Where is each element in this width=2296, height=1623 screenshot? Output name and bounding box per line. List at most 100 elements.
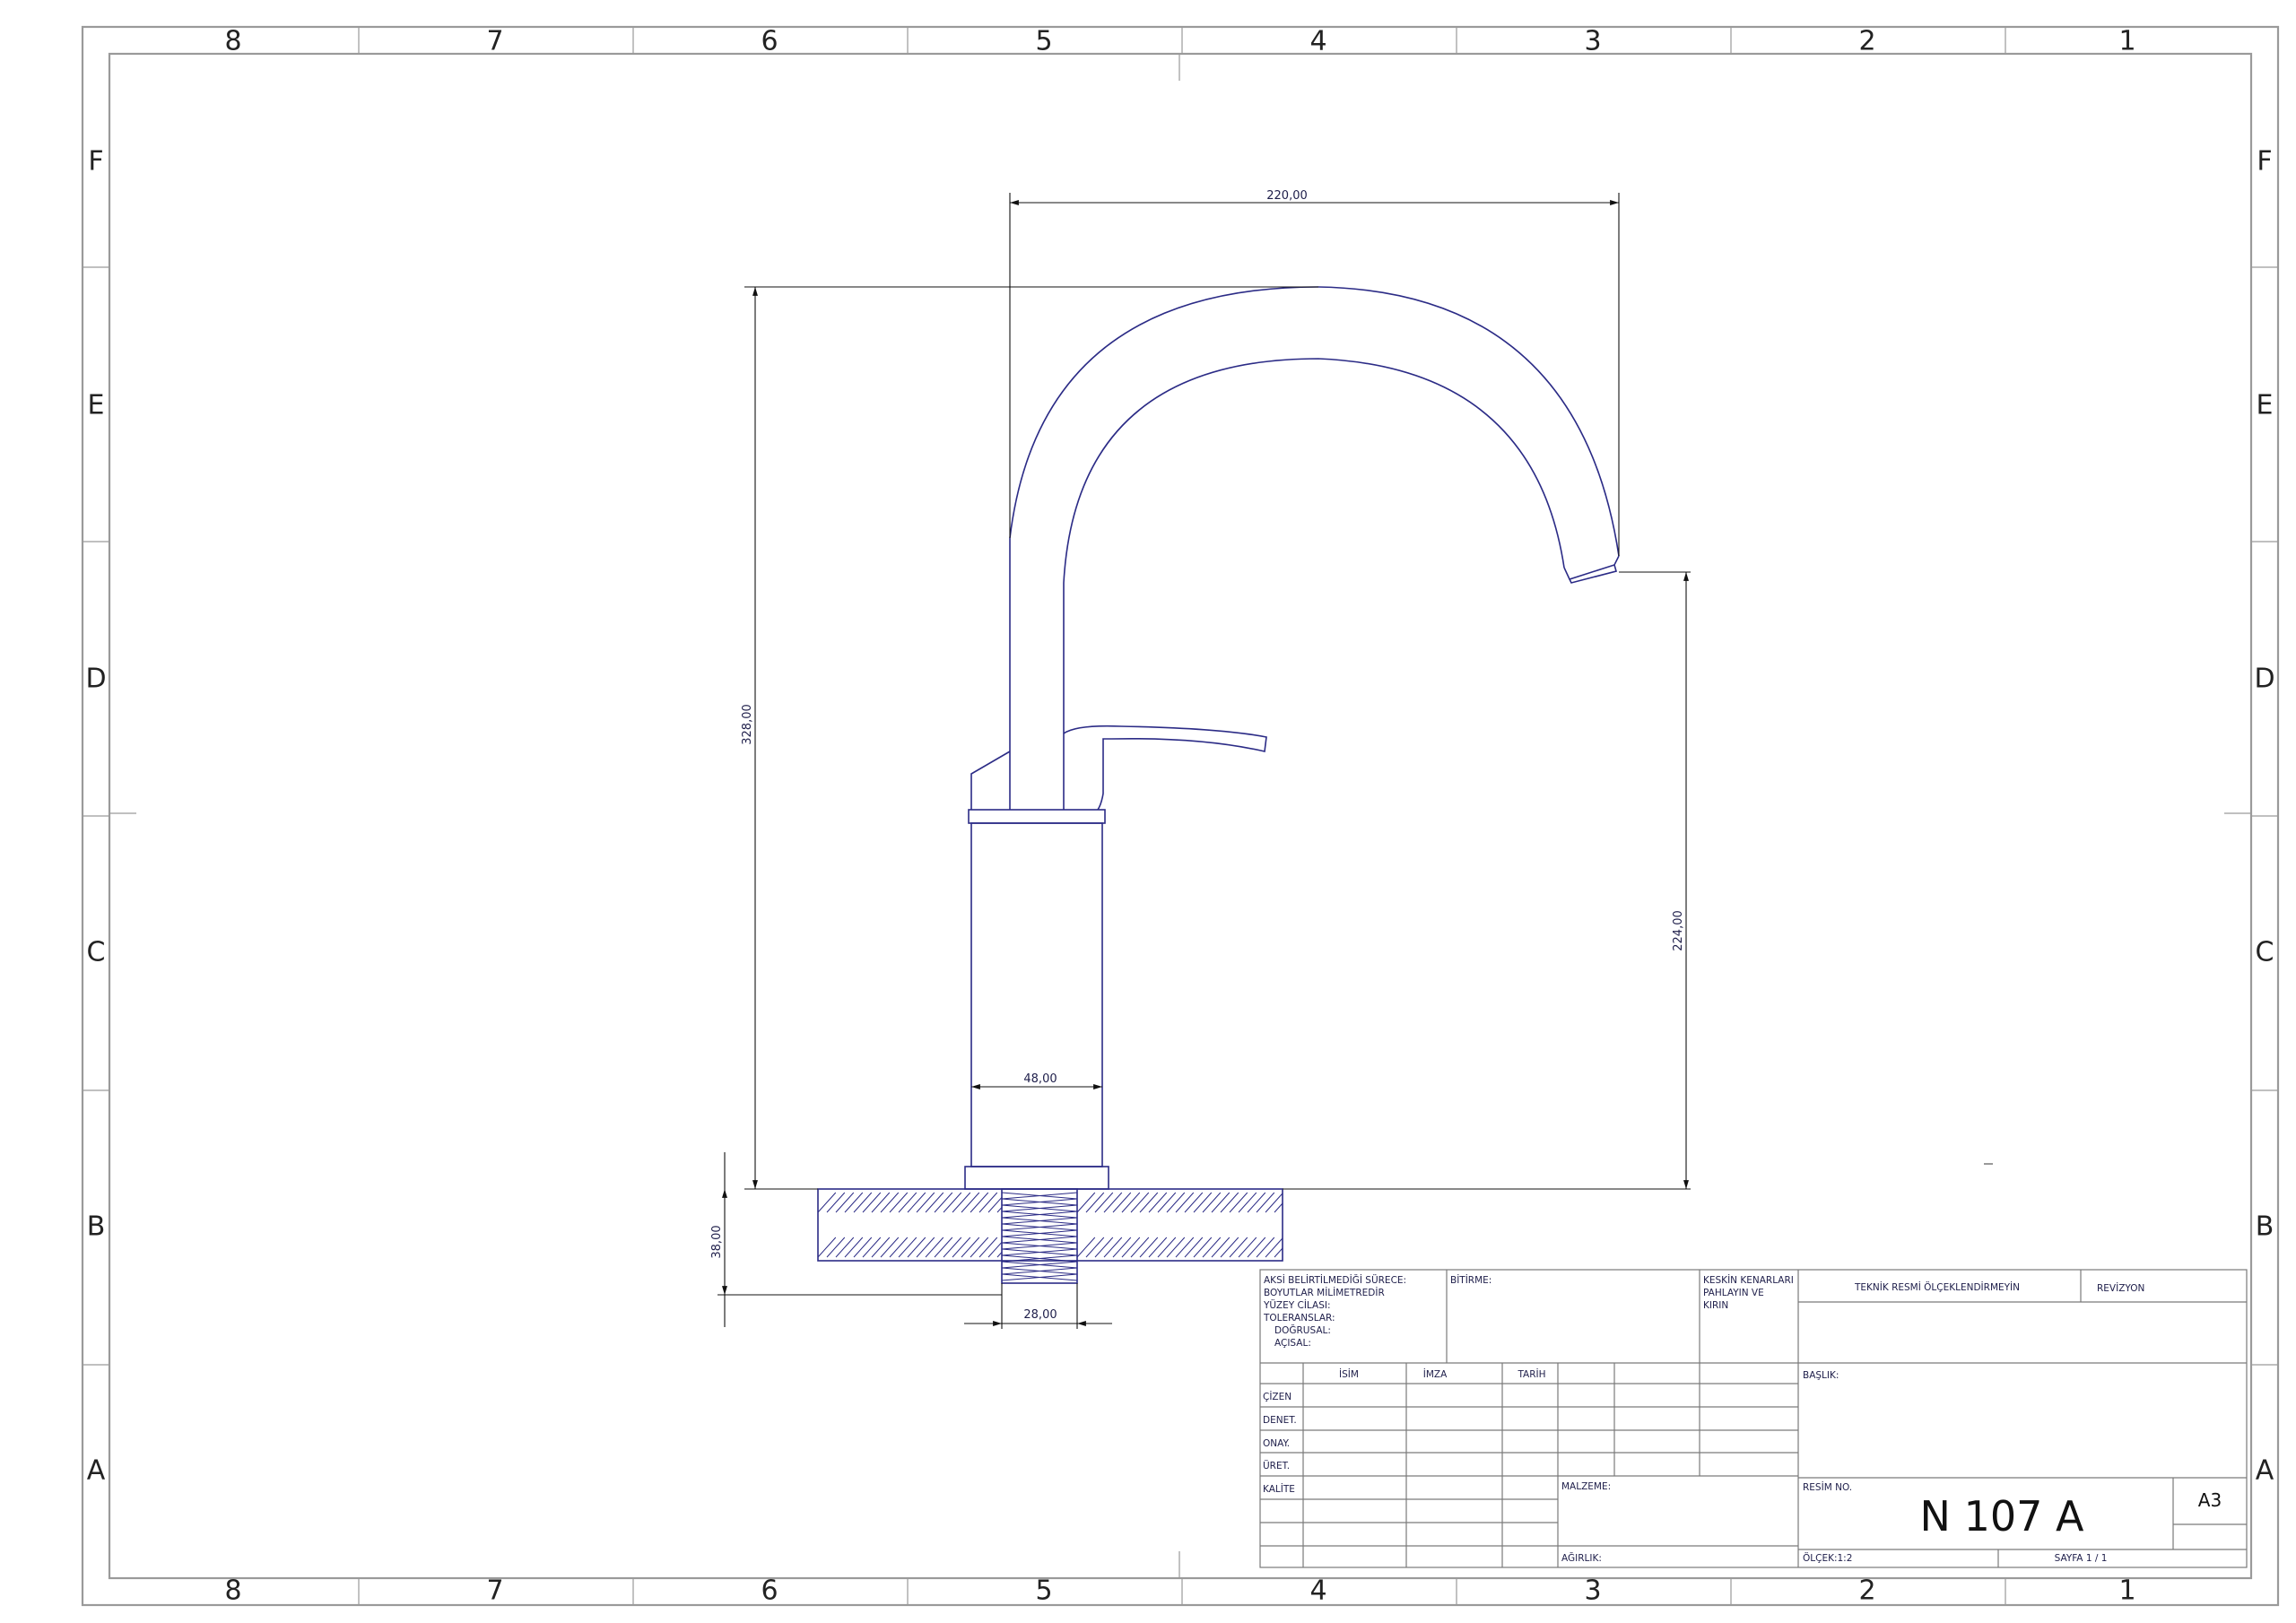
hatch-line	[1085, 1192, 1105, 1213]
zone-row-d-right: D	[2254, 664, 2274, 695]
thread-line	[1001, 1192, 1078, 1200]
dim-thread-length: 38,00	[710, 1225, 724, 1258]
hatch-line	[1157, 1237, 1177, 1258]
edges-note-3: KIRIN	[1703, 1300, 1728, 1311]
zone-col-8-bottom: 8	[224, 1575, 241, 1607]
zone-row-c-left: C	[87, 937, 106, 968]
weight-label: AĞIRLIK:	[1561, 1552, 1602, 1564]
thread-line	[1001, 1254, 1078, 1263]
zone-col-6-top: 6	[761, 26, 778, 57]
thread-line	[1001, 1242, 1078, 1250]
role-quality: KALİTE	[1263, 1483, 1295, 1495]
base-flange	[964, 1166, 1109, 1190]
zone-row-e-left: E	[88, 390, 105, 421]
hatch-line	[952, 1237, 971, 1258]
note-line-6: AÇISAL:	[1274, 1338, 1311, 1349]
note-line-1: AKSİ BELİRTİLMEDİĞİ SÜRECE:	[1264, 1274, 1406, 1286]
dim-height-outlet: 224,00	[1672, 910, 1685, 951]
hatch-line	[1220, 1192, 1239, 1213]
zone-col-3-top: 3	[1584, 26, 1601, 57]
hatch-line	[1121, 1192, 1141, 1213]
hatch-line	[898, 1237, 918, 1258]
hatch-line	[889, 1192, 909, 1213]
hatch-line	[1076, 1237, 1096, 1258]
zone-row-b-left: B	[87, 1211, 106, 1243]
hatch-line	[817, 1237, 837, 1258]
thread-lines	[1001, 1192, 1078, 1281]
hatch-line	[1256, 1237, 1275, 1258]
zone-col-5-top: 5	[1035, 26, 1052, 57]
dim-width-spout: 220,00	[1266, 189, 1308, 203]
thread-line	[1001, 1261, 1078, 1269]
hatch-line	[826, 1192, 846, 1213]
thread-line	[1001, 1267, 1078, 1275]
thread-line	[1001, 1273, 1078, 1281]
thread-line	[1001, 1217, 1078, 1225]
hatch-line	[853, 1192, 873, 1213]
hatch-line	[970, 1192, 989, 1213]
finish-label: BİTİRME:	[1450, 1274, 1492, 1286]
zone-col-4-bottom: 4	[1309, 1575, 1326, 1607]
role-manufacturing: ÜRET.	[1263, 1460, 1290, 1471]
zone-col-1-bottom: 1	[2118, 1575, 2135, 1607]
hatch-line	[1112, 1192, 1132, 1213]
hatch-line	[1085, 1237, 1105, 1258]
hatch-line	[1202, 1237, 1222, 1258]
hatch-line	[916, 1237, 935, 1258]
col-header-signature: İMZA	[1423, 1368, 1448, 1380]
edges-note-2: PAHLAYIN VE	[1703, 1288, 1764, 1298]
hatch-line	[1112, 1237, 1132, 1258]
hatch-line	[978, 1192, 998, 1213]
do-not-scale-note: TEKNİK RESMİ ÖLÇEKLENDİRMEYİN	[1854, 1281, 2020, 1293]
hatch-line	[1103, 1192, 1123, 1213]
revision-label: REVİZYON	[2097, 1282, 2144, 1294]
hatch-line	[987, 1196, 1003, 1213]
hatch-line	[1103, 1237, 1123, 1258]
hatch-line	[916, 1192, 935, 1213]
faucet-part	[817, 286, 1620, 1284]
hatch-line	[1247, 1192, 1266, 1213]
hatch-line	[961, 1237, 980, 1258]
title-label: BAŞLIK:	[1803, 1370, 1839, 1381]
hatch-line	[943, 1192, 962, 1213]
hatch-line	[844, 1237, 864, 1258]
spout-inner-arc	[1063, 358, 1565, 810]
edges-note-1: KESKİN KENARLARI	[1703, 1274, 1794, 1286]
hatch-line	[862, 1192, 882, 1213]
hatch-line	[826, 1237, 846, 1258]
role-checked: DENET.	[1263, 1415, 1297, 1426]
hatch-line	[1175, 1237, 1195, 1258]
hatch-line	[1256, 1192, 1275, 1213]
zone-col-4-top: 4	[1309, 26, 1326, 57]
hatch-line	[871, 1192, 891, 1213]
spout-outer-arc	[1009, 286, 1620, 810]
lever-handle	[1063, 725, 1267, 811]
hatch-line	[934, 1237, 953, 1258]
note-line-3: YÜZEY CİLASI:	[1263, 1299, 1331, 1311]
hatch-line	[1094, 1192, 1114, 1213]
zone-labels: 8 7 6 5 4 3 2 1 8 7 6 5 4 3 2 1 F E D C …	[85, 26, 2274, 1607]
hatch-line	[1193, 1237, 1213, 1258]
zone-row-f-right: F	[2257, 146, 2272, 178]
hatch-line	[970, 1237, 989, 1258]
centering-marks	[109, 54, 2251, 1578]
zone-row-e-right: E	[2257, 390, 2274, 421]
hatch-line	[934, 1192, 953, 1213]
hatch-line	[862, 1237, 882, 1258]
role-drawn: ÇİZEN	[1263, 1391, 1292, 1402]
hatch-line	[952, 1192, 971, 1213]
zone-row-d-left: D	[85, 664, 106, 695]
cartridge-top	[970, 751, 1011, 810]
zone-col-8-top: 8	[224, 26, 241, 57]
spout-tip	[1563, 555, 1620, 584]
hatch-line	[1220, 1237, 1239, 1258]
hatch-line	[1148, 1192, 1168, 1213]
hatch-line	[1148, 1237, 1168, 1258]
hatch-line	[1184, 1237, 1204, 1258]
hatch-line	[1121, 1237, 1141, 1258]
hatch-line	[1139, 1237, 1159, 1258]
thread-line	[1001, 1236, 1078, 1244]
zone-row-a-right: A	[2256, 1455, 2274, 1487]
dim-height-total: 328,00	[741, 704, 754, 745]
